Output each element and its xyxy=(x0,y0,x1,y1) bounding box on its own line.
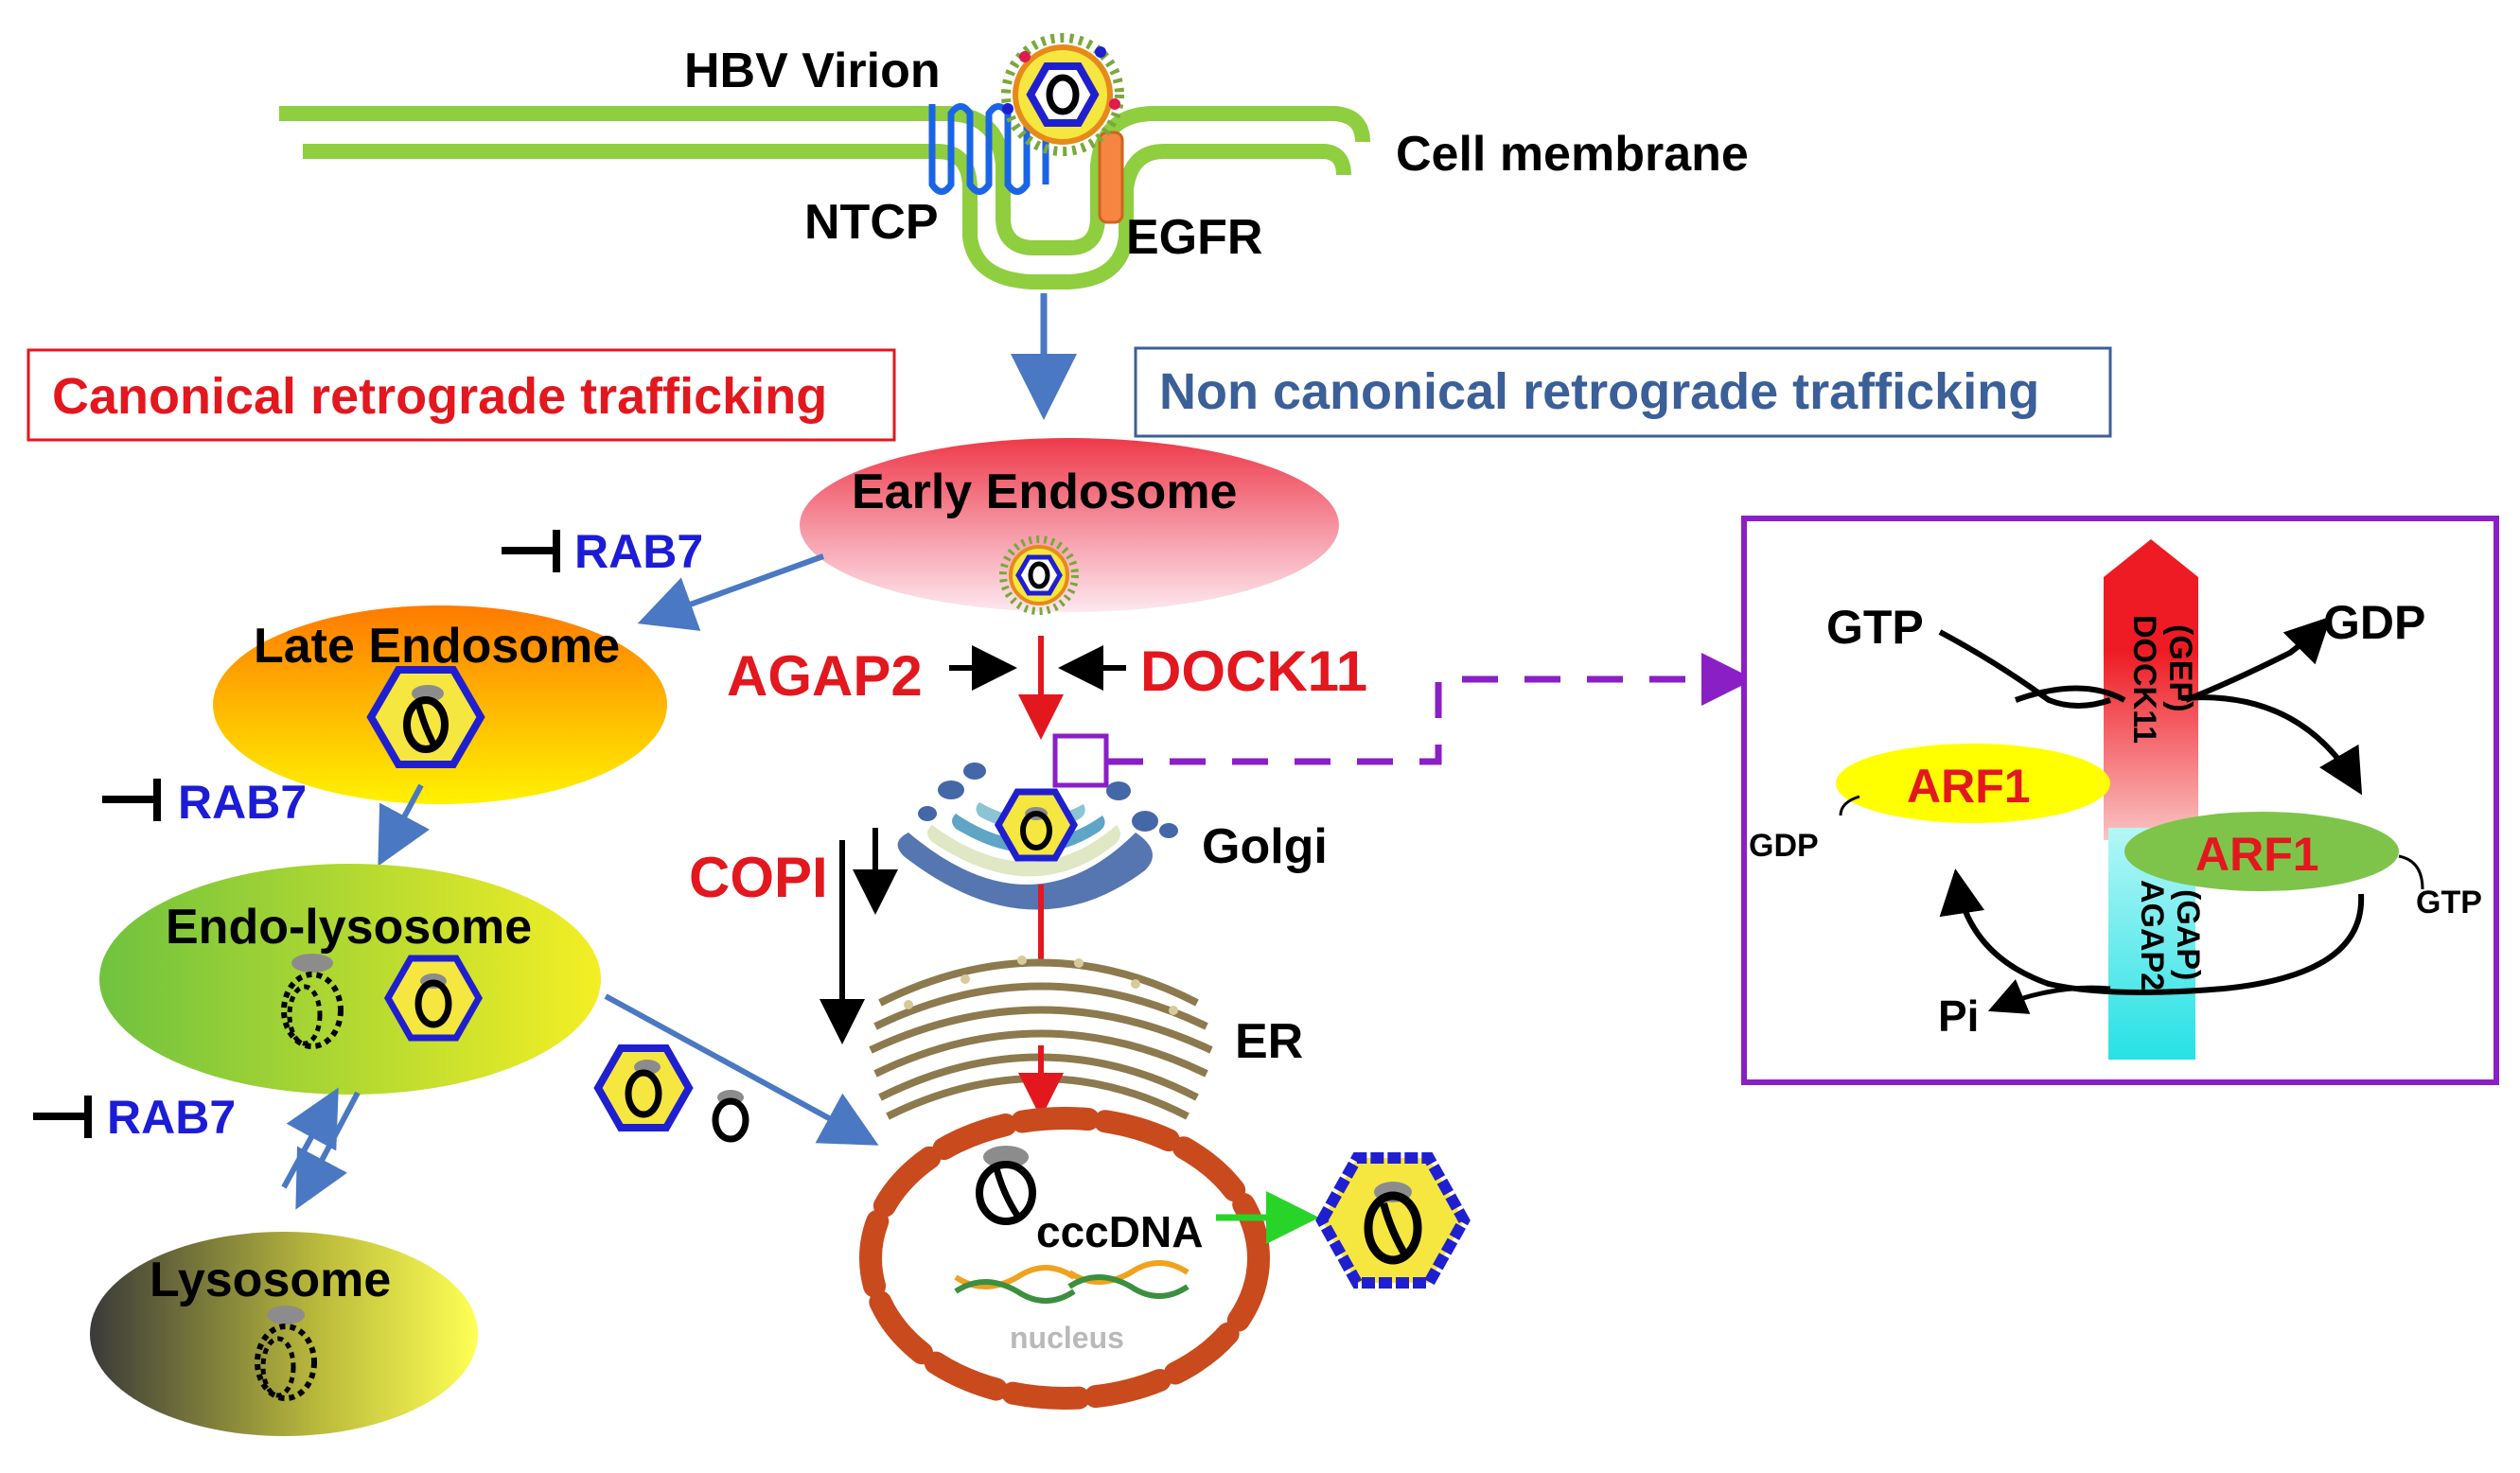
rab7-inhibitor-2 xyxy=(102,779,161,821)
arf1-gdp-bound xyxy=(1836,744,2110,823)
ntcp-label: NTCP xyxy=(804,195,939,250)
endo-lysosome-genome-icon xyxy=(281,954,344,1049)
rab7-label-3: RAB7 xyxy=(107,1091,236,1144)
gtp-top-label: GTP xyxy=(1826,601,1924,654)
hbv-virion-label: HBV Virion xyxy=(684,44,941,98)
nucleus xyxy=(859,1107,1270,1410)
gdp-top-label: GDP xyxy=(2323,596,2425,649)
dock11-arrow-head xyxy=(2104,539,2198,653)
zoom-marker xyxy=(1052,733,1109,788)
non-canonical-label: Non canonical retrograde trafficking xyxy=(1159,363,2039,420)
rab7-inhibitor-1 xyxy=(502,530,560,572)
cccdna-label: cccDNA xyxy=(1036,1207,1203,1256)
dock11-label: DOCK11 xyxy=(1140,640,1367,703)
er-label: ER xyxy=(1235,1014,1303,1069)
released-genome-icon xyxy=(712,1090,749,1143)
er-ribosomes xyxy=(904,956,1178,1015)
rab7-label-2: RAB7 xyxy=(178,776,307,829)
early-endosome-label: Early Endosome xyxy=(852,465,1237,519)
svg-text:AGAP2: AGAP2 xyxy=(2134,880,2170,991)
lysosome-down-arrow xyxy=(295,1091,361,1210)
to-nucleus-arrow xyxy=(604,993,879,1146)
lysosome-up-arrow xyxy=(281,1087,339,1189)
arf1-left-label: ARF1 xyxy=(1907,760,2031,813)
golgi-capsid-icon xyxy=(994,788,1079,862)
lysosome-label: Lysosome xyxy=(150,1253,391,1307)
early-endosome xyxy=(800,438,1339,612)
egfr-label: EGFR xyxy=(1126,210,1262,265)
gdp-out-arrow xyxy=(2184,616,2332,703)
copi-label: COPI xyxy=(689,846,828,909)
gtp-small-label: GTP xyxy=(2416,885,2482,921)
endo-lysosome-capsid-icon xyxy=(383,955,484,1042)
non-canonical-box xyxy=(1134,346,2112,438)
to-late-endosome-arrow xyxy=(637,553,825,631)
zoom-connector xyxy=(1107,653,1754,765)
nucleus-label: nucleus xyxy=(1010,1321,1124,1355)
cycle-right-arrow xyxy=(2180,694,2363,796)
late-endosome-capsid-icon xyxy=(366,666,485,768)
agap2-label: AGAP2 xyxy=(727,644,923,708)
lysosome-genome-icon xyxy=(255,1306,317,1401)
rab7-inhibitor-3 xyxy=(33,1096,92,1138)
to-endo-lysosome-arrow xyxy=(378,783,431,867)
svg-text:DOCK11: DOCK11 xyxy=(2126,615,2162,744)
endo-lysosome-label: Endo-lysosome xyxy=(166,900,532,955)
cycle-bottom-arrow xyxy=(1939,868,2365,995)
gdp-small-label: GDP xyxy=(1749,828,1819,864)
gtp-tether xyxy=(2398,854,2424,890)
golgi-label: Golgi xyxy=(1202,819,1328,874)
pi-label: Pi xyxy=(1938,991,1979,1041)
endo-lysosome xyxy=(99,864,601,1095)
canonical-label: Canonical retrograde trafficking xyxy=(52,368,827,425)
late-endosome-label: Late Endosome xyxy=(254,619,620,674)
rab7-label-1: RAB7 xyxy=(574,525,703,578)
pi-release-arrow xyxy=(1987,979,2111,1014)
gdp-tether xyxy=(1839,795,1860,816)
svg-text:(GAP): (GAP) xyxy=(2170,889,2206,980)
lysosome xyxy=(90,1232,478,1436)
agap2-gap-text: AGAP2 (GAP) xyxy=(2134,880,2206,991)
dock11-gef-bar xyxy=(2104,651,2198,840)
gtp-in-arrow xyxy=(1938,629,2111,709)
released-capsid-icon xyxy=(593,1044,694,1131)
cccdna-icon xyxy=(976,1146,1036,1225)
new-virion-icon xyxy=(1315,1152,1471,1289)
arf1-gtp-bound xyxy=(2124,812,2399,891)
cycle-top-left xyxy=(2014,685,2126,703)
egfr-receptor-icon xyxy=(1098,131,1124,224)
dock11-gef-text: DOCK11 (GEF) xyxy=(2126,615,2198,744)
cell-membrane-label: Cell membrane xyxy=(1396,127,1749,182)
hbv-virion-icon xyxy=(1001,33,1124,156)
canonical-box xyxy=(26,348,896,442)
early-endosome-virion-icon xyxy=(999,535,1079,615)
arf1-right-label: ARF1 xyxy=(2195,828,2319,881)
